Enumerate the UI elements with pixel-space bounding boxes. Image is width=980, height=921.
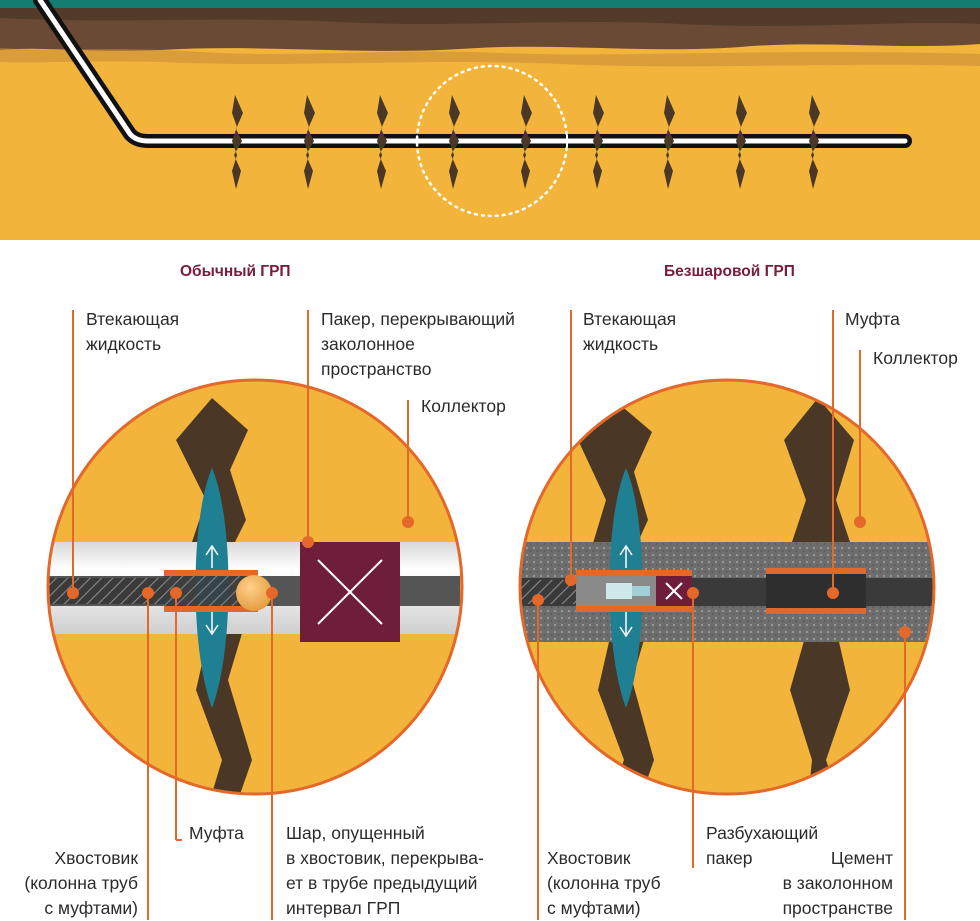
coupling	[164, 570, 258, 576]
right-title: Безшаровой ГРП	[664, 263, 795, 280]
fracture-row	[232, 95, 820, 189]
zoom-indicator	[415, 64, 569, 218]
label-coupling-right: Муфта	[845, 309, 900, 329]
well-overview	[0, 0, 980, 240]
conventional-frac-view	[46, 378, 464, 796]
coupling	[766, 568, 866, 574]
coupling	[576, 570, 692, 576]
label-reservoir-right: Коллектор	[873, 348, 958, 368]
label-reservoir-left: Коллектор	[421, 396, 506, 416]
ball	[236, 575, 272, 611]
callouts	[67, 310, 911, 920]
left-title: Обычный ГРП	[180, 263, 291, 280]
ballless-frac-view	[518, 378, 936, 796]
label-coupling-left: Муфта	[189, 823, 244, 843]
